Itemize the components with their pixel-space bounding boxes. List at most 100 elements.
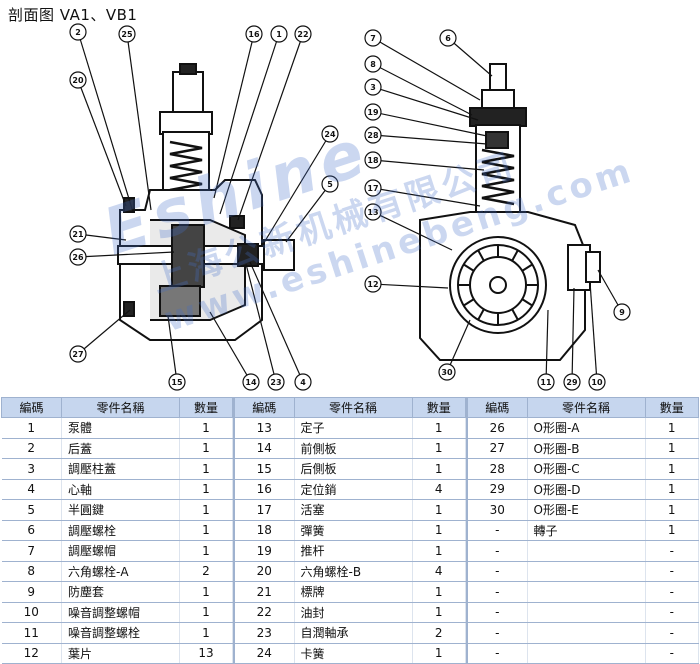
part-quantity: 1 [179,438,233,459]
header-code: 編碼 [233,397,295,418]
part-quantity: 1 [412,417,466,439]
svg-text:12: 12 [367,280,378,289]
part-quantity: 1 [645,520,699,541]
svg-text:6: 6 [445,34,451,43]
svg-text:20: 20 [72,76,84,85]
part-quantity: 1 [412,643,466,664]
header-code: 編碼 [466,397,528,418]
part-name [527,581,646,603]
part-name: 噪音調整螺栓 [61,622,180,644]
part-name: 半圓鍵 [61,499,180,521]
part-quantity: 1 [179,540,233,562]
part-quantity: 1 [412,602,466,623]
part-name: 卡簧 [294,643,413,664]
part-name [527,643,646,664]
part-name: 后蓋 [61,438,180,459]
svg-text:9: 9 [619,308,625,317]
part-code: 4 [1,479,62,500]
svg-text:4: 4 [300,378,306,387]
part-quantity: 1 [412,499,466,521]
part-code: 22 [234,602,295,623]
part-code: 20 [234,561,295,582]
part-quantity: 1 [645,499,699,521]
svg-text:17: 17 [367,184,378,193]
part-code: 6 [1,520,62,541]
part-name [527,540,646,562]
part-quantity: 4 [412,561,466,582]
part-name: 定位銷 [294,479,413,500]
part-name: 前側板 [294,438,413,459]
part-code: 16 [234,479,295,500]
svg-text:30: 30 [441,368,453,377]
part-code: 26 [467,417,528,439]
svg-text:29: 29 [566,378,578,387]
part-code: 10 [1,602,62,623]
part-quantity: 1 [412,581,466,603]
svg-text:10: 10 [591,378,603,387]
cross-section-drawing: 2 25 16 1 22 20 24 5 21 26 27 15 14 23 4… [69,23,631,391]
part-code: 7 [1,540,62,562]
part-code: 19 [234,540,295,562]
part-name: O形圈-A [527,417,646,439]
table-row: -- [467,540,699,562]
header-name: 零件名稱 [61,397,180,418]
part-quantity: 1 [412,438,466,459]
part-name: 活塞 [294,499,413,521]
part-code: 27 [467,438,528,459]
part-name: 六角螺栓-A [61,561,180,582]
header-name: 零件名稱 [293,397,413,418]
part-code: 9 [1,581,62,603]
part-quantity: 1 [179,499,233,521]
svg-text:8: 8 [370,60,376,69]
svg-text:21: 21 [72,230,84,239]
svg-text:3: 3 [370,83,376,92]
part-name [527,561,646,582]
table-row: -- [467,622,699,644]
part-code: 28 [467,458,528,480]
part-name: O形圈-C [527,458,646,480]
part-quantity: - [645,602,699,623]
part-quantity: 1 [179,417,233,439]
svg-text:15: 15 [171,378,183,387]
part-name: 泵體 [61,417,180,439]
header-code: 編碼 [1,397,62,418]
part-code: 8 [1,561,62,582]
part-code: - [467,643,528,664]
part-code: 21 [234,581,295,603]
table-row: -- [467,602,699,623]
callout-2: 2 [75,28,81,37]
svg-text:22: 22 [297,30,308,39]
part-name: 轉子 [527,520,646,541]
svg-text:25: 25 [121,30,133,39]
part-name: O形圈-E [527,499,646,521]
part-name: 油封 [294,602,413,623]
svg-text:5: 5 [327,180,333,189]
svg-text:27: 27 [72,350,83,359]
svg-text:7: 7 [370,34,376,43]
part-code: 2 [1,438,62,459]
table-row: -- [467,643,699,664]
part-name: 彈簧 [294,520,413,541]
part-quantity: 1 [179,622,233,644]
part-quantity: - [645,622,699,644]
part-quantity: 1 [179,479,233,500]
svg-text:11: 11 [540,378,552,387]
part-quantity: 4 [412,479,466,500]
header-qty: 數量 [644,397,699,418]
part-quantity: 1 [645,438,699,459]
